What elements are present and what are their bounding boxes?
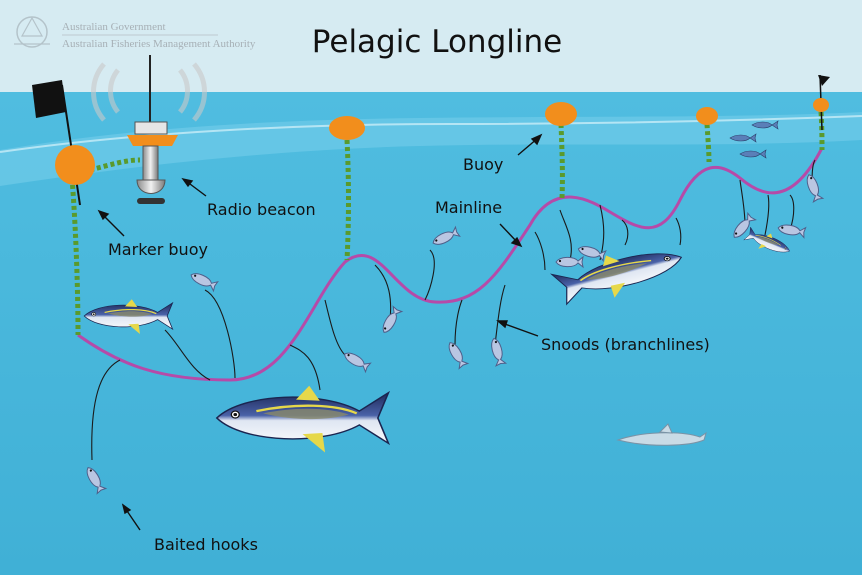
buoy-icon — [813, 98, 829, 112]
label-snoods: Snoods (branchlines) — [541, 335, 710, 354]
radio-waves — [91, 62, 207, 122]
logo-line1: Australian Government — [62, 21, 166, 33]
flag-icon — [32, 80, 66, 118]
small-fish — [729, 120, 779, 159]
mainline — [77, 147, 824, 382]
sky — [0, 0, 862, 95]
coat-of-arms-icon — [14, 16, 50, 48]
label-baited-hooks: Baited hooks — [154, 535, 258, 554]
label-marker-buoy: Marker buoy — [108, 240, 208, 259]
page-title: Pelagic Longline — [312, 24, 562, 60]
radio-beacon-icon — [127, 55, 178, 204]
shark-icon — [616, 423, 707, 446]
snoods — [91, 159, 816, 461]
label-arrows — [97, 133, 543, 531]
flag-icon — [818, 75, 830, 86]
buoy-icon — [329, 116, 365, 140]
buoy-icon — [545, 102, 577, 126]
logo-line2: Australian Fisheries Management Authorit… — [62, 38, 256, 50]
buoy-icon — [55, 145, 95, 185]
float-lines — [69, 111, 825, 336]
marker-buoy-left — [32, 80, 95, 206]
label-mainline: Mainline — [435, 198, 502, 217]
label-radio-beacon: Radio beacon — [207, 200, 316, 219]
marker-buoy-right — [813, 74, 830, 131]
buoy-icon — [696, 107, 718, 125]
label-buoy: Buoy — [463, 155, 503, 174]
